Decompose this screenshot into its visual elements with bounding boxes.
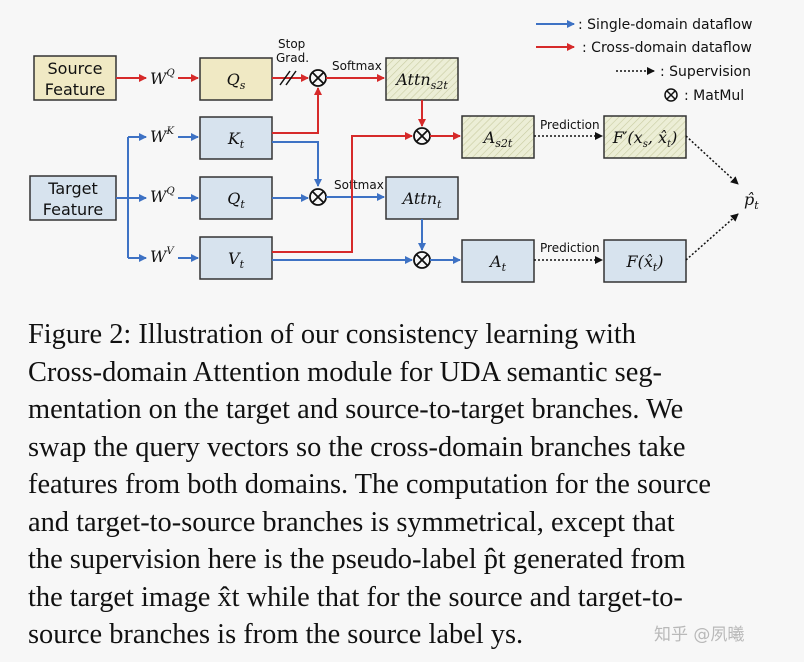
f-hat-label: F(x̂t)	[625, 252, 663, 274]
prediction-top-label: Prediction	[540, 118, 600, 132]
architecture-diagram: : Single-domain dataflow : Cross-domain …	[29, 17, 759, 283]
softmax-top-label: Softmax	[332, 59, 382, 73]
caption-line: swap the query vectors so the cross-doma…	[28, 431, 686, 463]
source-feature-line1: Source	[48, 59, 103, 78]
legend-cross: : Cross-domain dataflow	[582, 40, 752, 56]
legend: : Single-domain dataflow : Cross-domain …	[536, 17, 753, 104]
qs-label: Qs	[227, 70, 246, 92]
matmul-icon	[309, 69, 327, 87]
source-feature-box	[33, 55, 117, 101]
a-s2t-label: As2t	[482, 128, 513, 150]
p-hat-label: p̂t	[744, 190, 759, 212]
wq-top-label: WQ	[150, 68, 175, 88]
wk-label: WK	[150, 126, 174, 146]
figure-caption: Figure 2: Illustration of our consistenc…	[28, 316, 768, 654]
attn-s2t-box	[385, 57, 459, 101]
matmul-icon	[413, 251, 431, 269]
attn-t-box	[385, 176, 459, 220]
caption-line: the supervision here is the pseudo-label…	[28, 544, 686, 575]
a-s2t-box	[461, 115, 535, 159]
caption-line: the target image x̂t while that for the …	[28, 581, 683, 613]
attn-t-label: Attnt	[401, 189, 442, 211]
qt-label: Qt	[227, 189, 245, 211]
attn-s2t-label: Attns2t	[394, 70, 448, 92]
caption-line: source branches is from the source label…	[28, 619, 524, 650]
wv-label: WV	[150, 246, 175, 266]
source-feature-line2: Feature	[45, 80, 105, 99]
matmul-icon	[413, 127, 431, 145]
kt-label: Kt	[227, 129, 245, 151]
caption-line: Figure 2: Illustration of our consistenc…	[28, 319, 636, 350]
matmul-icon	[309, 188, 327, 206]
kt-box	[199, 116, 273, 160]
caption-line: Cross-domain Attention module for UDA se…	[28, 356, 662, 388]
a-t-label: At	[488, 252, 507, 274]
target-feature-line2: Feature	[43, 200, 103, 219]
qs-box	[199, 57, 273, 101]
caption-line: mentation on the target and source-to-ta…	[28, 394, 684, 425]
a-t-box	[461, 239, 535, 283]
prediction-bottom-label: Prediction	[540, 241, 600, 255]
softmax-mid-label: Softmax	[334, 178, 384, 192]
vt-label: Vt	[228, 249, 245, 271]
grad-label: Grad.	[276, 51, 309, 65]
caption-line: and target-to-source branches is symmetr…	[28, 506, 675, 538]
target-feature-box	[29, 175, 117, 221]
stop-label: Stop	[278, 37, 305, 51]
legend-matmul: : MatMul	[684, 88, 744, 104]
caption-line: features from both domains. The computat…	[28, 469, 712, 500]
legend-single: : Single-domain dataflow	[578, 17, 753, 33]
wq-mid-label: WQ	[150, 186, 175, 206]
legend-supervision: : Supervision	[660, 64, 751, 80]
target-feature-line1: Target	[47, 179, 98, 198]
f-hat-box	[603, 239, 687, 283]
vt-box	[199, 236, 273, 280]
f-prime-box	[603, 115, 687, 159]
qt-box	[199, 176, 273, 220]
watermark: 知乎 @夙曦	[654, 625, 745, 645]
f-prime-label: F′(xs, x̂t)	[612, 128, 678, 150]
